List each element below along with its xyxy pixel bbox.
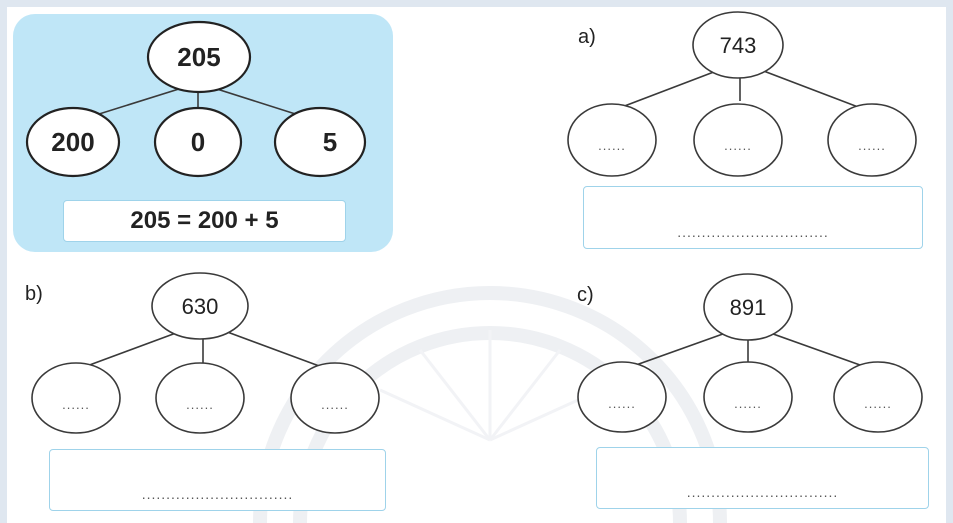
question-c-answer-box[interactable]: ............................... [596, 447, 929, 509]
question-a-root-node [692, 11, 784, 79]
example-child-node [25, 106, 121, 178]
question-b-child-node[interactable] [290, 362, 380, 434]
question-c-child-blank: ...... [864, 396, 892, 411]
question-a-child-node[interactable] [827, 103, 917, 177]
question-b-child-blank: ...... [62, 397, 90, 412]
question-c-answer-blank: ............................... [686, 484, 839, 500]
question-b-label: b) [25, 283, 43, 305]
question-b-child-node[interactable] [155, 362, 245, 434]
question-a-answer-box[interactable]: ............................... [583, 186, 923, 249]
question-c-root-value: 891 [730, 295, 767, 320]
question-c-child-node[interactable] [833, 361, 923, 433]
example-root-node [146, 20, 252, 94]
question-b-answer-blank: ............................... [141, 486, 294, 502]
question-a-label: a) [578, 26, 596, 48]
question-a-answer-blank: ............................... [677, 224, 829, 240]
question-a-child-node[interactable] [567, 103, 657, 177]
question-a-root-value: 743 [720, 33, 757, 58]
example-root-value: 205 [177, 42, 220, 72]
question-b-root-node [151, 272, 249, 340]
question-a-child-blank: ...... [598, 138, 626, 153]
question-c-child-node[interactable] [577, 361, 667, 433]
example-child-value: 0 [191, 127, 205, 157]
question-a-child-blank: ...... [858, 138, 886, 153]
example-child-node [273, 106, 367, 178]
example-child-node [153, 106, 243, 178]
question-b-root-value: 630 [182, 294, 219, 319]
question-a-child-blank: ...... [724, 138, 752, 153]
question-c-root-node [703, 273, 793, 341]
question-c-child-blank: ...... [608, 396, 636, 411]
question-a-child-node[interactable] [693, 103, 783, 177]
question-b-answer-box[interactable]: ............................... [49, 449, 386, 511]
question-c-child-blank: ...... [734, 396, 762, 411]
example-child-value: 200 [51, 127, 94, 157]
example-child-value: 5 [323, 127, 337, 157]
question-c-child-node[interactable] [703, 361, 793, 433]
question-b-child-blank: ...... [186, 397, 214, 412]
example-equation: 205 = 200 + 5 [63, 200, 346, 242]
question-c-label: c) [577, 284, 594, 306]
question-b-child-blank: ...... [321, 397, 349, 412]
question-b-child-node[interactable] [31, 362, 121, 434]
